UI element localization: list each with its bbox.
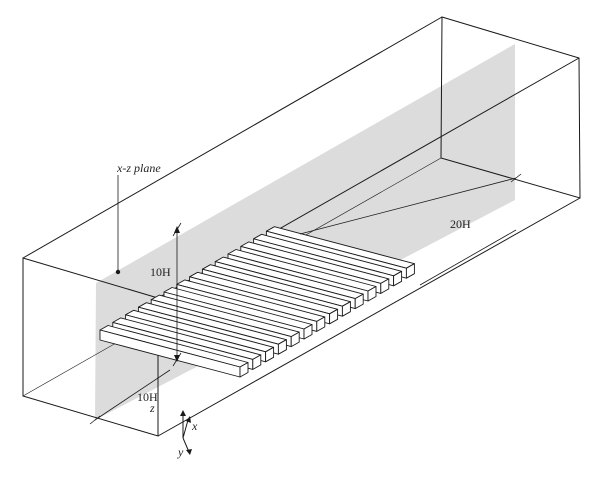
width-dimension-tick bbox=[89, 415, 101, 425]
axis-z-label: z bbox=[149, 401, 155, 415]
length-dimension-label: 20H bbox=[450, 217, 471, 231]
length-dimension-bottom-line bbox=[419, 229, 517, 286]
axis-y-label: y bbox=[177, 445, 184, 459]
width-dimension-line bbox=[94, 369, 171, 421]
box-bottom-right-edge bbox=[157, 197, 581, 437]
y-axis bbox=[182, 437, 190, 453]
rib-end-face bbox=[405, 263, 415, 279]
rib-end-face bbox=[290, 331, 300, 348]
height-arrow-top bbox=[174, 226, 180, 233]
length-dimension-tick-right bbox=[510, 173, 522, 183]
plane-label: x-z plane bbox=[116, 161, 161, 175]
axis-x-label: x bbox=[191, 419, 198, 433]
box-top-left-edge bbox=[22, 16, 443, 259]
rib-end-face bbox=[316, 316, 326, 332]
y-axis-arrow bbox=[186, 449, 192, 455]
plane-leader-dot bbox=[115, 269, 121, 275]
rib-end-face bbox=[354, 293, 364, 310]
axes bbox=[157, 392, 190, 453]
rib-end-face bbox=[341, 301, 351, 317]
rib-end-face bbox=[265, 346, 275, 363]
ribs bbox=[99, 226, 415, 378]
rib bbox=[99, 325, 249, 378]
rib-end-face bbox=[277, 339, 287, 355]
x-axis-diag bbox=[182, 419, 189, 439]
height-dimension-label: 10H bbox=[150, 265, 171, 279]
rib-end-face bbox=[252, 354, 262, 370]
rib-end-face bbox=[239, 362, 249, 378]
x-axis-arrow bbox=[186, 416, 191, 423]
width-dimension-label: 10H bbox=[137, 390, 158, 404]
rib-end-face bbox=[303, 324, 313, 340]
height-arrow-bottom bbox=[174, 355, 180, 362]
rib-end-face bbox=[380, 278, 390, 294]
rib-end-face bbox=[393, 270, 403, 287]
z-axis-arrow bbox=[180, 410, 186, 416]
rib-end-face bbox=[367, 286, 377, 302]
length-dimension-line bbox=[299, 177, 517, 235]
rib-end-face bbox=[329, 308, 339, 325]
